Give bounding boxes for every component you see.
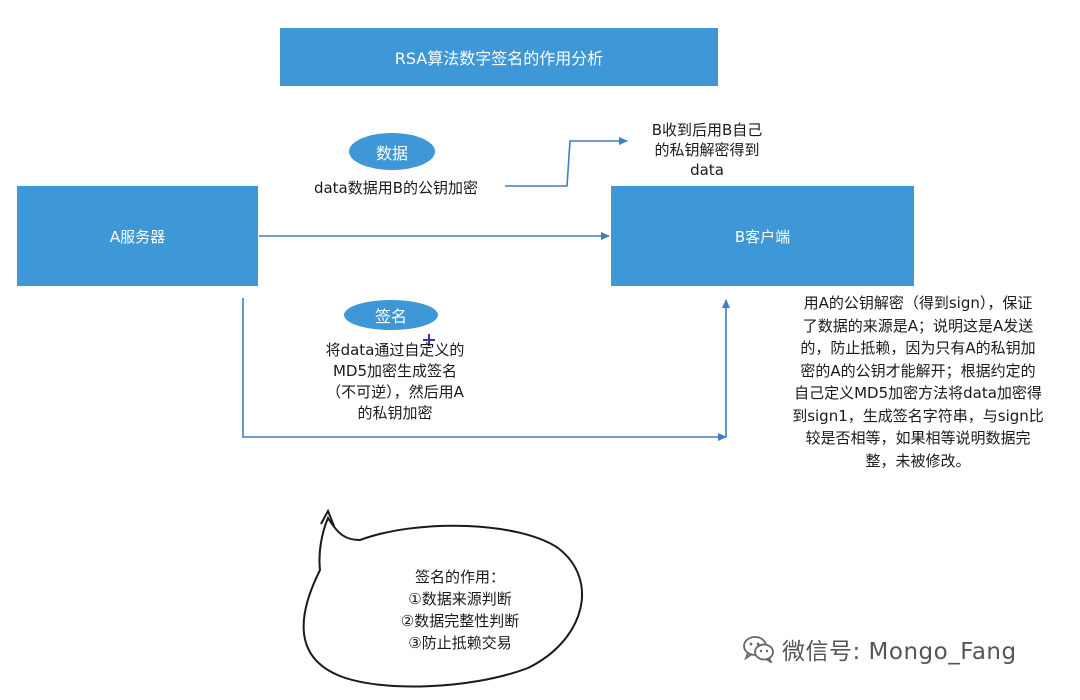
verify-line: 了数据的来源是A；说明这是A发送: [802, 316, 1034, 335]
signature-roles-text: 签名的作用： ①数据来源判断 ②数据完整性判断 ③防止抵赖交易: [360, 566, 560, 654]
sign-desc-line: MD5加密生成签名: [332, 362, 458, 380]
sign-oval-label: 签名: [374, 307, 407, 326]
b-receive-line: B收到后用B自己: [651, 121, 763, 139]
b-receive-text: B收到后用B自己 的私钥解密得到 data: [632, 120, 782, 180]
verify-line: 的，防止抵赖，因为只有A的私钥加: [800, 339, 1036, 357]
b-receive-line: 的私钥解密得到: [654, 141, 760, 159]
verify-line: 密的A的公钥才能解开；根据约定的: [800, 361, 1036, 380]
role-item: ③防止抵赖交易: [408, 634, 512, 652]
roles-heading: 签名的作用：: [414, 568, 505, 586]
roles-callout-bubble: [302, 515, 583, 688]
a-server-node: A服务器: [17, 186, 258, 286]
data-oval: 数据: [349, 133, 435, 170]
sign-desc-line: （不可逆），然后用A: [326, 383, 464, 401]
data-oval-label: 数据: [375, 143, 408, 163]
wechat-icon: [743, 636, 774, 663]
watermark-text: 微信号: Mongo_Fang: [782, 639, 1017, 665]
diagram-title: RSA算法数字签名的作用分析: [394, 49, 604, 68]
verify-line: 到sign1，生成签名字符串，与sign比: [792, 406, 1044, 425]
verify-line: 自己定义MD5加密方法将data加密得: [794, 384, 1042, 402]
sign-description-text: 将data通过自定义的 MD5加密生成签名 （不可逆），然后用A 的私钥加密: [300, 340, 490, 424]
data-path-arrow: [505, 137, 628, 187]
verify-line: 较是否相等，如果相等说明数据完: [805, 429, 1031, 447]
verify-description-text: 用A的公钥解密（得到sign），保证 了数据的来源是A；说明这是A发送 的，防止…: [758, 292, 1078, 472]
a-server-label: A服务器: [109, 227, 166, 246]
role-item: ②数据完整性判断: [400, 612, 520, 630]
sign-path-arrow: [242, 298, 727, 441]
b-client-label: B客户端: [734, 227, 791, 246]
title-box: RSA算法数字签名的作用分析: [280, 28, 718, 86]
sign-desc-line: 将data通过自定义的: [325, 341, 465, 359]
b-client-node: B客户端: [611, 186, 914, 286]
verify-line: 用A的公钥解密（得到sign），保证: [803, 294, 1033, 312]
callout-pointer-arrow: [320, 508, 335, 527]
b-receive-line: data: [690, 161, 724, 179]
sign-oval: 签名: [344, 300, 438, 330]
sign-desc-line: 的私钥加密: [357, 404, 433, 422]
verify-line: 整，未被修改。: [865, 451, 971, 470]
role-item: ①数据来源判断: [408, 590, 512, 608]
watermark: 微信号: Mongo_Fang: [742, 632, 1017, 666]
cursor-mark: [423, 334, 435, 346]
data-encrypt-text: data数据用B的公钥加密: [313, 179, 479, 197]
